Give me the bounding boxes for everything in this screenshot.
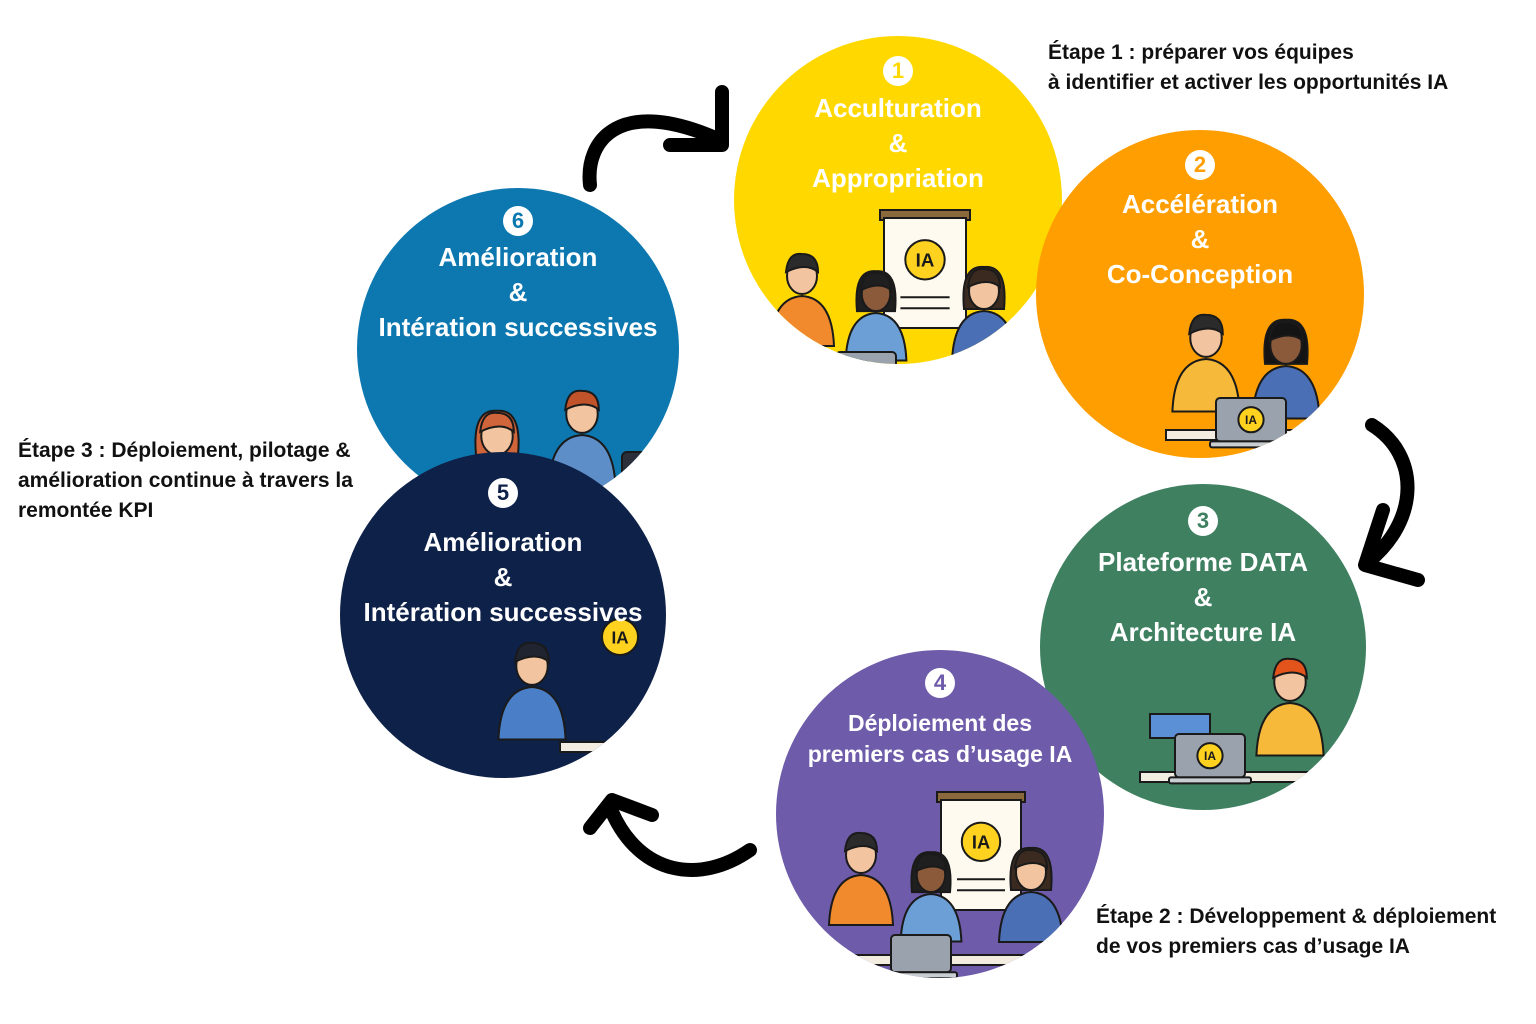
person-figure	[655, 675, 666, 717]
person-figure	[667, 471, 679, 510]
curved-arrow-icon	[1361, 418, 1415, 569]
svg-text:IA: IA	[916, 250, 935, 271]
curved-arrow-head	[1358, 503, 1425, 587]
ia-brain-icon: IA	[1237, 406, 1265, 434]
step-2-circle: IA 2 Accélération&Co-Conception	[1036, 130, 1364, 458]
laptop-icon	[884, 934, 958, 978]
team-tablet-icon: IA	[497, 618, 666, 753]
curved-arrow-head	[663, 85, 729, 152]
svg-text:IA: IA	[1245, 413, 1257, 427]
person-figure	[1255, 657, 1325, 757]
table-icon	[1139, 771, 1366, 783]
person-figure	[997, 846, 1065, 943]
laptop-icon	[835, 351, 897, 364]
pair-laptop-icon: IA	[1165, 313, 1364, 449]
ia-brain-icon: IA	[1196, 742, 1224, 770]
curved-arrow-icon	[582, 114, 727, 192]
curved-arrow-icon	[605, 805, 757, 877]
step-5-number: 5	[488, 478, 518, 508]
table-icon	[835, 954, 1097, 966]
team-meeting-board-icon: IA	[768, 209, 1018, 364]
etape-3-note: Étape 3 : Déploiement, pilotage &amélior…	[18, 439, 353, 522]
step-1-circle: IA 1 Acculturation&Appropriation	[734, 36, 1062, 364]
person-figure	[844, 270, 908, 362]
ia-brain-icon: IA	[627, 463, 657, 493]
svg-text:IA: IA	[611, 628, 628, 647]
person-figure	[827, 831, 895, 926]
svg-text:IA: IA	[635, 471, 649, 486]
person-figure	[497, 641, 567, 741]
step-3-title: Plateforme DATA&Architecture IA	[1098, 547, 1308, 647]
ia-brain-icon: IA	[960, 821, 1002, 863]
person-figure	[950, 265, 1018, 362]
ia-brain-icon: IA	[601, 618, 639, 656]
svg-text:IA: IA	[1204, 749, 1216, 763]
step-1-number: 1	[883, 56, 913, 86]
developer-laptop-icon: IA	[1139, 657, 1366, 785]
step-5-title: Amélioration&Intération successives	[363, 527, 643, 627]
step-6-number: 6	[503, 206, 533, 236]
person-figure	[899, 851, 963, 943]
person-figure	[768, 252, 836, 347]
table-icon	[559, 741, 666, 753]
step-2-title: Accélération&Co-Conception	[1106, 189, 1294, 289]
step-3-number: 3	[1188, 506, 1218, 536]
step-5-circle: IA 5 Amélioration&Intération successives	[340, 452, 666, 778]
step-4-number: 4	[925, 668, 955, 698]
step-3-circle: IA 3 Plateforme DATA&Architecture IA	[1040, 484, 1366, 810]
step-2-number: 2	[1185, 150, 1215, 180]
svg-text:IA: IA	[972, 832, 990, 853]
team-meeting-board-icon: IA	[827, 791, 1097, 978]
ia-brain-icon: IA	[904, 239, 946, 281]
curved-arrow-head	[583, 793, 659, 835]
step-6-title: Amélioration&Intération successives	[378, 242, 658, 342]
step-1-title: Acculturation&Appropriation	[812, 93, 984, 193]
